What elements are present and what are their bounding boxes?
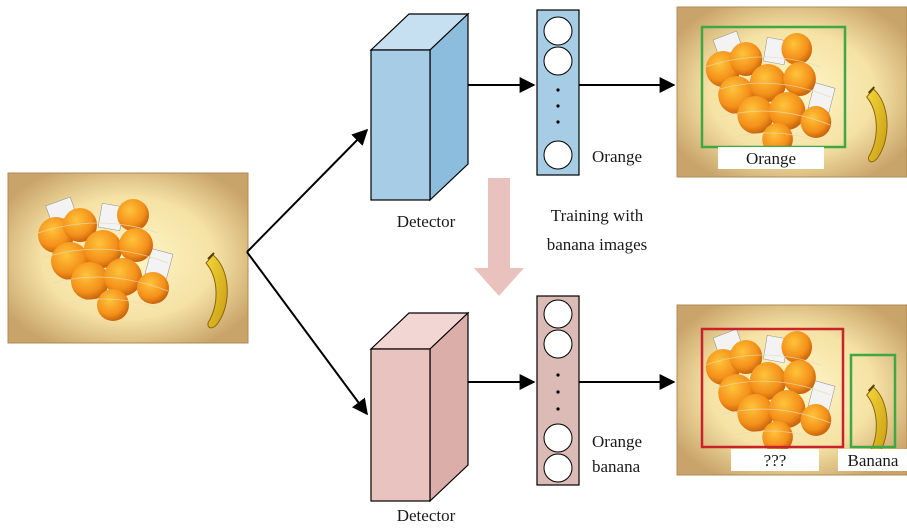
top-orange-tag: Orange	[746, 149, 796, 168]
top-result-image: Orange	[676, 6, 907, 178]
top-neuron-last	[543, 140, 573, 170]
bottom-detector-block	[369, 311, 470, 503]
bottom-banana-tag-bg	[838, 449, 907, 471]
bottom-detector-front	[370, 348, 431, 502]
bottom-orange-box	[700, 327, 845, 449]
top-detector-label: Detector	[397, 212, 456, 231]
bottom-neuron-orange	[543, 423, 573, 453]
training-text-line1: Training with	[551, 206, 644, 225]
bottom-unknown-tag-bg	[731, 449, 819, 471]
bottom-neuron-2	[543, 329, 573, 359]
top-output-label: Orange	[592, 147, 642, 166]
bottom-neuron-banana	[543, 453, 573, 483]
branch-arrow-bottom	[246, 251, 368, 416]
training-arrow	[474, 178, 524, 296]
input-image	[7, 172, 249, 344]
bottom-unknown-tag: ???	[764, 451, 787, 470]
bottom-detector-label: Detector	[397, 506, 456, 525]
top-orange-tag-bg	[718, 147, 824, 169]
top-neuron-1	[543, 16, 573, 46]
bottom-output-label-line2: banana	[592, 457, 641, 476]
top-output-vector	[536, 9, 580, 176]
top-detector-block	[369, 12, 470, 202]
training-text-line2: banana images	[547, 235, 648, 254]
bottom-output-vector	[536, 295, 580, 486]
branch-arrow-top	[246, 128, 369, 253]
bottom-neuron-1	[543, 299, 573, 329]
bottom-result-image: ??? Banana	[676, 304, 907, 476]
top-neuron-2	[543, 46, 573, 76]
bottom-banana-tag: Banana	[848, 451, 899, 470]
bottom-output-label-line1: Orange	[592, 432, 642, 451]
bottom-banana-box	[849, 353, 897, 449]
top-detector-front	[370, 49, 431, 201]
